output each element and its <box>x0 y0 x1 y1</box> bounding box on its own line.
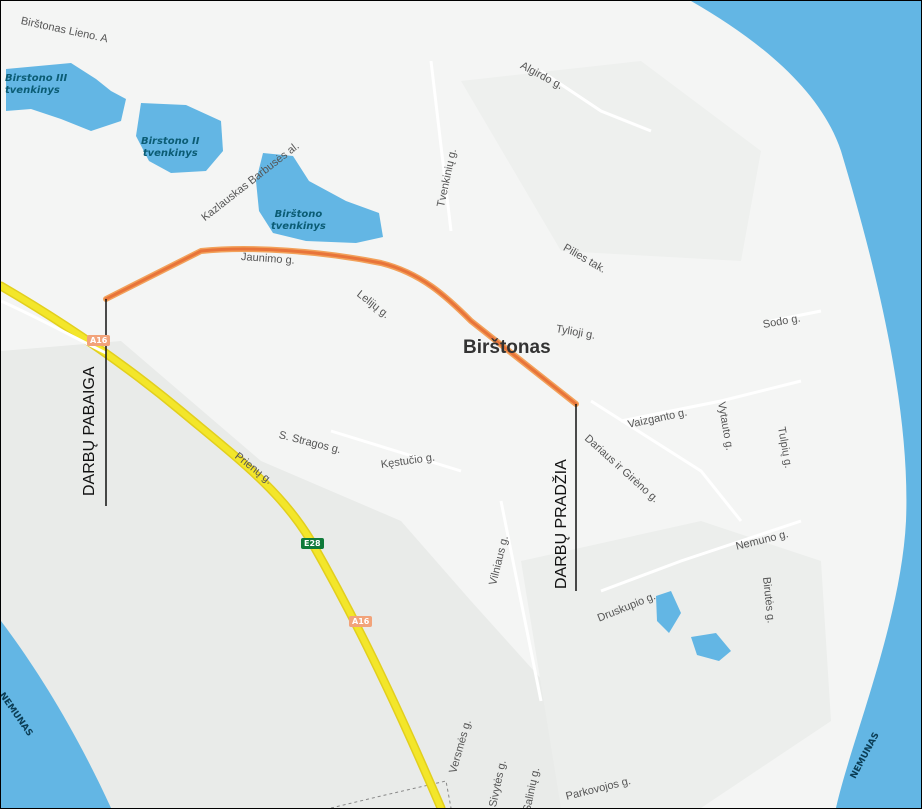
boundary-line <box>330 780 452 808</box>
road-shield-a16-south: A16 <box>349 616 373 627</box>
pond-birstono <box>256 153 383 243</box>
town-label: Birštonas <box>463 337 551 358</box>
minor-streets <box>330 60 822 702</box>
pond-birstono-iii <box>6 63 126 131</box>
pond-birstono-ii <box>136 103 223 173</box>
highway-side-road <box>1 299 107 355</box>
road-shield-a16-north: A16 <box>87 335 111 346</box>
river-nemunas-east <box>691 1 921 808</box>
land-block-se <box>521 521 831 808</box>
pond-label-ii: Birstono II tvenkinys <box>141 136 200 159</box>
land-block-n <box>461 61 761 261</box>
river-nemunas-west <box>1 621 111 808</box>
land-block-sw <box>1 341 561 808</box>
pond-small-2 <box>691 633 731 661</box>
pond-label-i: Birštono tvenkinys <box>271 209 326 232</box>
works-end-label: DARBŲ PABAIGA <box>81 366 98 496</box>
works-start-label: DARBŲ PRADŽIA <box>553 459 570 589</box>
pond-small-1 <box>656 591 681 633</box>
works-route <box>104 247 578 406</box>
pond-label-iii: Birstono III tvenkinys <box>5 73 68 96</box>
road-shield-e28: E28 <box>301 538 324 549</box>
